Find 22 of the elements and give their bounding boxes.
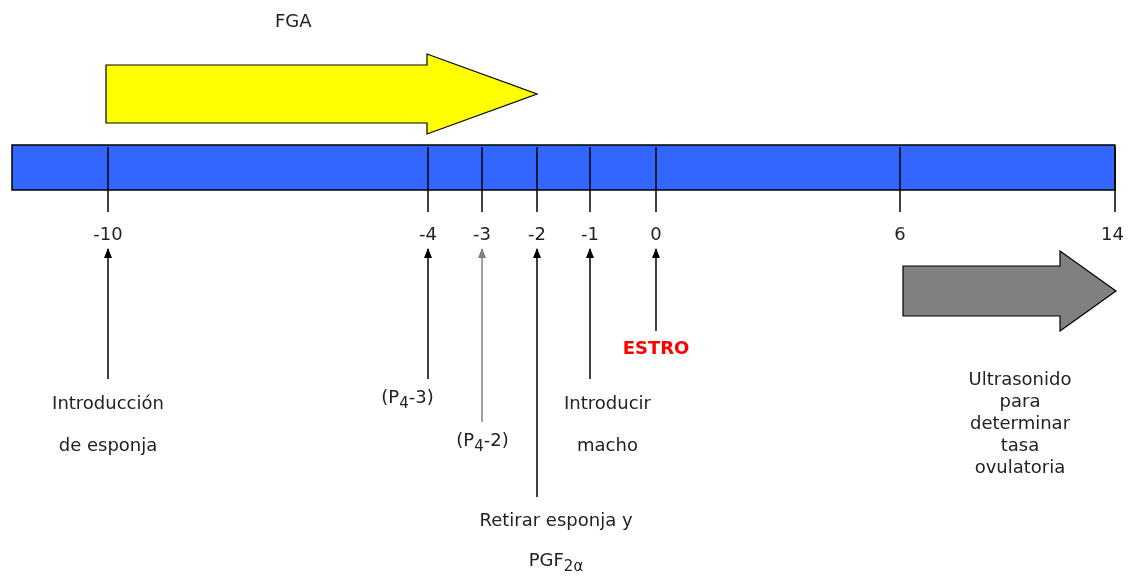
day-number: -1 xyxy=(570,222,610,246)
event-label: Retirar esponja y PGF$_{2α}$ xyxy=(466,500,646,586)
arrow xyxy=(586,248,594,380)
event-label: ESTRO xyxy=(606,334,706,362)
arrow xyxy=(652,248,660,332)
event-label: (P$_{4}$-2) xyxy=(435,425,530,461)
day-number: -10 xyxy=(78,222,138,246)
day-number: 0 xyxy=(636,222,676,246)
event-label: Introducir macho xyxy=(545,382,670,466)
arrow xyxy=(533,248,541,498)
day-number: -3 xyxy=(462,222,502,246)
procedure-label: Ultrasonido para determinar tasa ovulatoria xyxy=(967,368,1073,478)
phase-label: FGA xyxy=(275,9,312,33)
event-label: (P$_{4}$-3) xyxy=(360,382,455,418)
day-number: -4 xyxy=(408,222,448,246)
day-number: 14 xyxy=(1090,222,1128,246)
event-label: Introducción de esponja xyxy=(38,382,178,466)
arrow xyxy=(104,248,112,380)
day-number: 6 xyxy=(880,222,920,246)
day-number: -2 xyxy=(517,222,557,246)
arrow xyxy=(424,248,432,380)
arrow xyxy=(478,248,486,423)
